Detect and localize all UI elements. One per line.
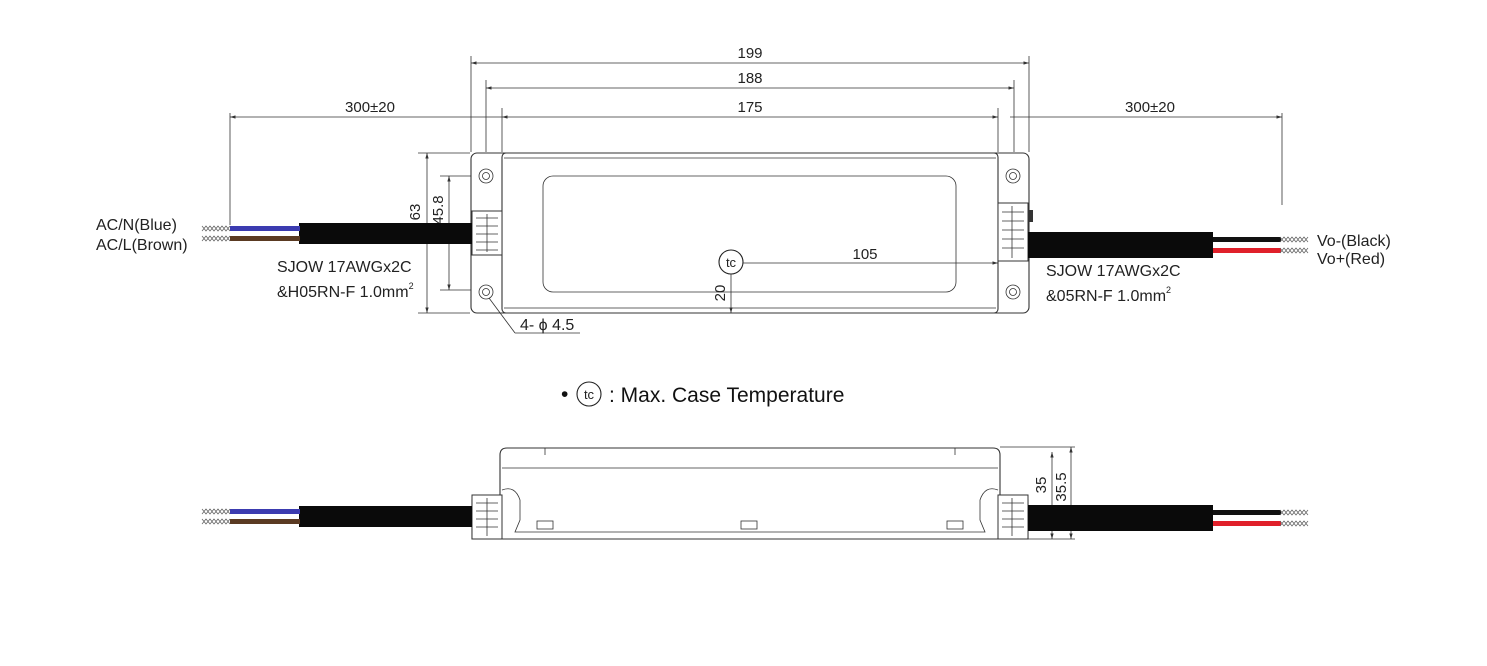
input-neutral-label: AC/N(Blue) [96, 217, 177, 234]
side-slot [740, 520, 758, 530]
side-output-gland [997, 494, 1029, 540]
dim-45-8-label: 45.8 [430, 195, 447, 224]
output-cable-gland [997, 202, 1033, 262]
side-slot [536, 520, 554, 530]
input-cable-gland [471, 210, 503, 256]
input-cable-spec-2-line: &H05RN-F 1.0mm2 [277, 281, 414, 301]
mounting-hole [478, 284, 494, 300]
input-line-label: AC/L(Brown) [96, 237, 188, 254]
mounting-hole [478, 168, 494, 184]
side-input-line-wire [230, 519, 300, 524]
tc-point-label: tc [726, 255, 737, 270]
output-red-wire [1213, 248, 1281, 253]
output-negative-label: Vo-(Black) [1317, 233, 1391, 250]
dim-35-5-label: 35.5 [1053, 472, 1070, 501]
output-black-wire [1213, 237, 1281, 242]
side-input-gland [471, 494, 503, 540]
input-cable-spec-2: &H05RN-F 1.0mm [277, 284, 409, 301]
dim-20-label: 20 [712, 285, 729, 302]
legend-text: : Max. Case Temperature [609, 384, 844, 407]
legend: • tc : Max. Case Temperature [561, 381, 844, 407]
output-cable-spec-2: &05RN-F 1.0mm [1046, 288, 1166, 305]
output-cable-sup: 2 [1166, 285, 1171, 295]
output-cable-jacket [1028, 232, 1213, 258]
dim-199-label: 199 [737, 45, 762, 62]
dim-175-label: 175 [737, 99, 762, 116]
side-view: 35 35.5 [201, 446, 1309, 540]
mount-holes-callout: 4- ϕ 4.5 [520, 317, 574, 334]
dim-35-label: 35 [1033, 477, 1050, 494]
side-output-strands [1279, 509, 1309, 527]
side-input-strands [201, 508, 231, 525]
output-wire-strands [1279, 236, 1309, 254]
input-cable-sup: 2 [409, 281, 414, 291]
legend-tc-icon [576, 381, 602, 407]
input-cable-jacket [299, 223, 472, 244]
output-cable-spec-2-line: &05RN-F 1.0mm2 [1046, 285, 1171, 305]
input-neutral-wire [230, 226, 300, 231]
dim-300-left-label: 300±20 [345, 99, 395, 116]
legend-bullet: • [561, 383, 568, 406]
input-cable-spec-1: SJOW 17AWGx2C [277, 259, 412, 276]
side-input-cable [299, 506, 472, 527]
mounting-hole [1005, 168, 1021, 184]
dim-188-label: 188 [737, 70, 762, 87]
dim-105-label: 105 [852, 246, 877, 263]
side-output-cable [1028, 505, 1213, 531]
side-housing [471, 447, 1029, 540]
output-cable-spec-1: SJOW 17AWGx2C [1046, 263, 1181, 280]
side-output-red-wire [1213, 521, 1281, 526]
dim-300-right-label: 300±20 [1125, 99, 1175, 116]
label-recess [542, 175, 957, 293]
side-output-black-wire [1213, 510, 1281, 515]
side-slot [946, 520, 964, 530]
output-positive-label: Vo+(Red) [1317, 251, 1385, 268]
input-line-wire [230, 236, 300, 241]
dim-63-label: 63 [407, 204, 424, 221]
top-view: 199 188 175 300±20 300±20 63 45.8 [96, 45, 1391, 334]
side-input-neutral-wire [230, 509, 300, 514]
mounting-hole [1005, 284, 1021, 300]
housing-body [501, 152, 999, 314]
legend-tc-symbol: tc [584, 387, 595, 402]
input-wire-strands [201, 225, 231, 242]
